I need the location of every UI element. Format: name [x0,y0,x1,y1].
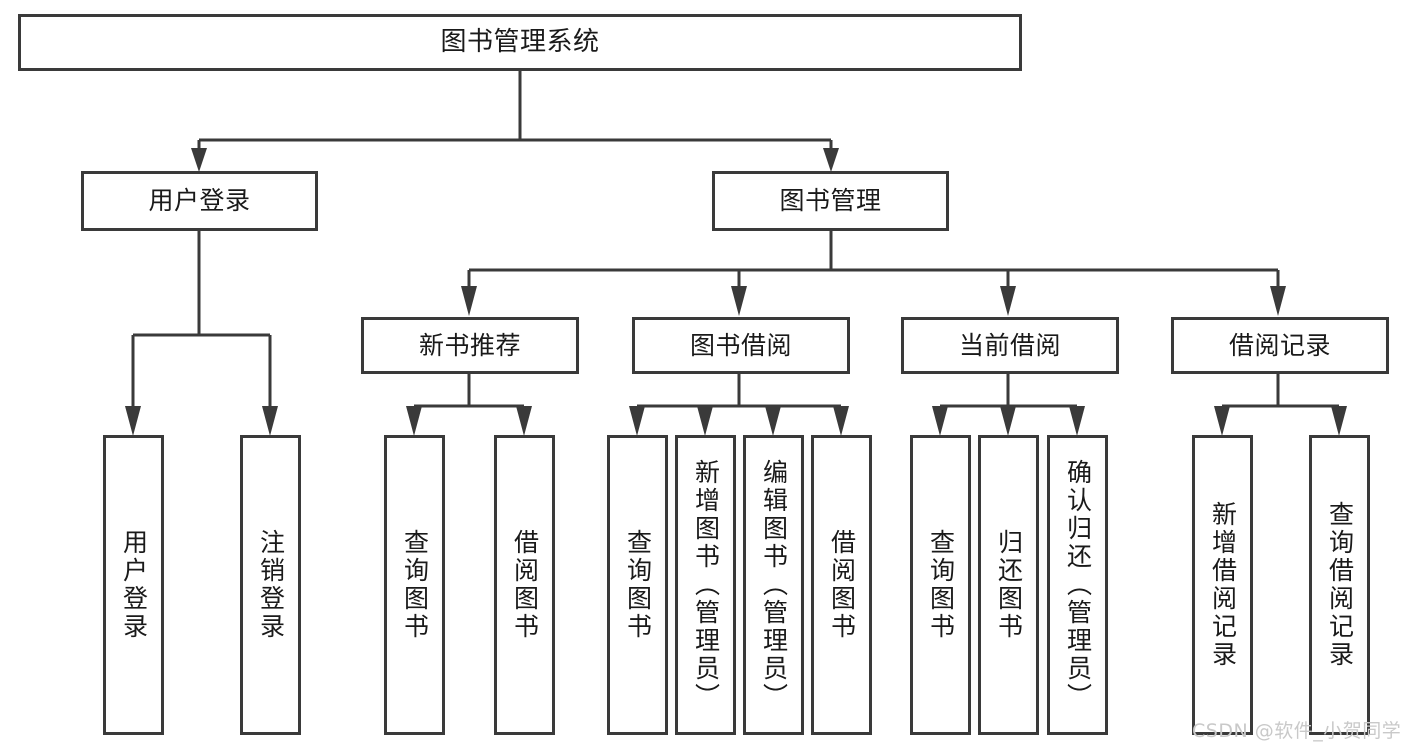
leaf-record-query-record[interactable]: 查询借阅记录 [1309,435,1370,735]
node-label: 新书推荐 [418,330,521,360]
node-label: 借阅图书 [827,529,857,641]
node-label: 借阅记录 [1228,330,1331,360]
node-label: 归还图书 [994,529,1024,641]
node-label: 借阅图书 [510,529,540,641]
leaf-user-login[interactable]: 用户登录 [103,435,164,735]
leaf-current-query-book[interactable]: 查询图书 [910,435,971,735]
leaf-recommend-query-book[interactable]: 查询图书 [384,435,445,735]
leaf-recommend-borrow-book[interactable]: 借阅图书 [494,435,555,735]
node-label: 确认归还（管理员） [1063,459,1093,711]
node-label: 查询图书 [400,529,430,641]
leaf-current-confirm-return-admin[interactable]: 确认归还（管理员） [1047,435,1108,735]
leaf-borrow-query-book[interactable]: 查询图书 [607,435,668,735]
leaf-user-logout[interactable]: 注销登录 [240,435,301,735]
node-label: 查询图书 [623,529,653,641]
node-borrow-record[interactable]: 借阅记录 [1171,317,1389,374]
leaf-borrow-borrow-book[interactable]: 借阅图书 [811,435,872,735]
leaf-current-return-book[interactable]: 归还图书 [978,435,1039,735]
node-book-management[interactable]: 图书管理 [712,171,949,231]
leaf-record-add-record[interactable]: 新增借阅记录 [1192,435,1253,735]
node-label: 注销登录 [256,529,286,641]
csdn-watermark: CSDN @软件_小贺同学 [1192,720,1402,742]
node-label: 新增借阅记录 [1208,501,1238,669]
node-root-system[interactable]: 图书管理系统 [18,14,1022,71]
node-current-borrow[interactable]: 当前借阅 [901,317,1119,374]
node-user-login[interactable]: 用户登录 [81,171,318,231]
node-book-borrow[interactable]: 图书借阅 [632,317,850,374]
node-label: 用户登录 [148,186,251,216]
node-label: 当前借阅 [958,330,1061,360]
leaf-borrow-edit-book-admin[interactable]: 编辑图书（管理员） [743,435,804,735]
node-label: 图书管理 [779,186,882,216]
node-new-book-recommend[interactable]: 新书推荐 [361,317,579,374]
node-label: 图书管理系统 [440,27,600,58]
node-label: 图书借阅 [689,330,792,360]
node-label: 用户登录 [119,529,149,641]
node-label: 新增图书（管理员） [691,459,721,711]
node-label: 查询图书 [926,529,956,641]
node-label: 编辑图书（管理员） [759,459,789,711]
leaf-borrow-add-book-admin[interactable]: 新增图书（管理员） [675,435,736,735]
node-label: 查询借阅记录 [1325,501,1355,669]
